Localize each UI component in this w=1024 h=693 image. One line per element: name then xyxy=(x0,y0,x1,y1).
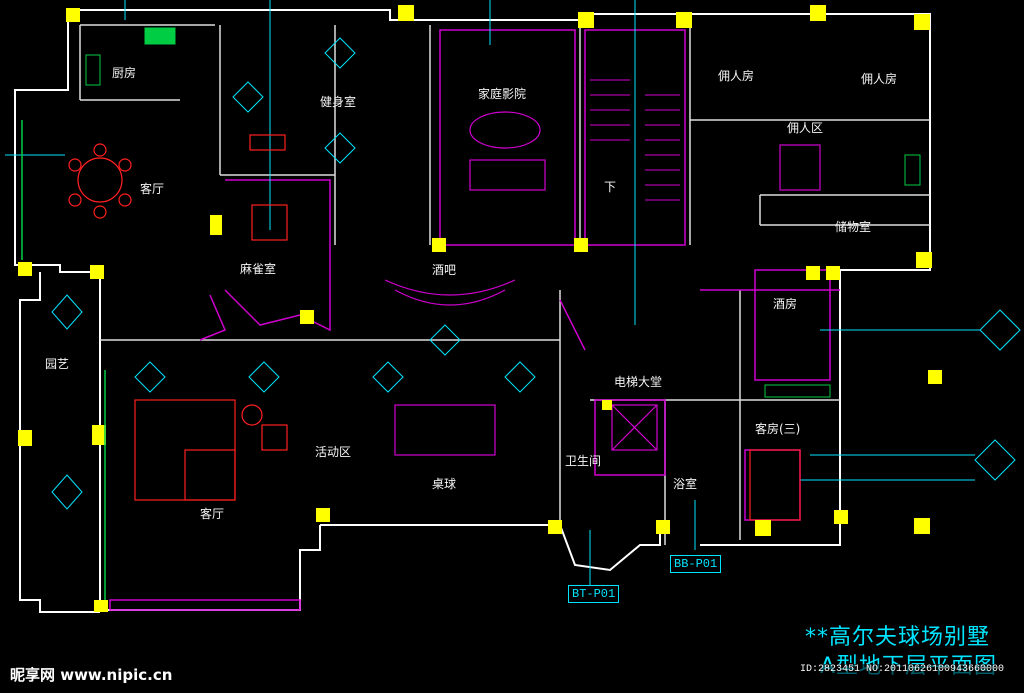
room-label-billiards: 桌球 xyxy=(432,477,457,491)
room-label-activity: 活动区 xyxy=(315,445,352,459)
room-label-wine-cellar: 酒房 xyxy=(773,297,798,311)
room-label-kitchen: 厨房 xyxy=(112,66,137,80)
room-label-living-top: 客厅 xyxy=(140,182,165,196)
room-label-gym: 健身室 xyxy=(320,95,357,109)
elevation-tag-bb: BB-P01 xyxy=(670,555,722,573)
elevation-tag-bt: BT-P01 xyxy=(568,585,620,603)
room-label-stairs-down: 下 xyxy=(604,180,617,194)
room-label-storage: 储物室 xyxy=(835,220,872,234)
watermark-id: ID:2823451 NO:20110626100943660000 xyxy=(800,664,1005,675)
room-label-home-theater: 家庭影院 xyxy=(478,87,527,101)
room-label-maid-room-2: 佣人房 xyxy=(861,72,898,86)
room-label-living-bottom: 客厅 xyxy=(200,507,225,521)
watermark-site: 昵享网 www.nipic.cn xyxy=(10,666,173,684)
room-label-maid-room-1: 佣人房 xyxy=(718,69,755,83)
drawing-title-line1: **高尔夫球场别墅 xyxy=(805,625,991,650)
room-label-bathroom: 卫生间 xyxy=(565,454,602,468)
room-label-guest-room-3: 客房(三) xyxy=(755,422,801,436)
room-label-bar: 酒吧 xyxy=(432,263,457,277)
room-label-elevator-hall: 电梯大堂 xyxy=(614,375,663,389)
room-label-shower: 浴室 xyxy=(673,477,698,491)
room-label-maid-area: 佣人区 xyxy=(787,121,824,135)
room-label-garden: 园艺 xyxy=(45,357,70,371)
room-label-mahjong: 麻雀室 xyxy=(240,262,277,276)
